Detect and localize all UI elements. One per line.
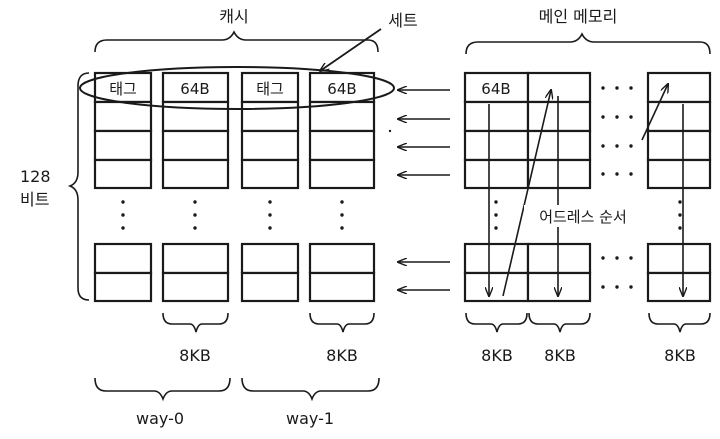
address-order-arrows <box>489 84 683 296</box>
cache-cell <box>240 71 300 104</box>
memory-cell <box>526 100 592 133</box>
cache-cell <box>240 242 300 275</box>
way1-line-size: 8KB <box>326 346 358 365</box>
bits-value: 128 <box>20 167 51 186</box>
main-memory-title: 메인 메모리 <box>539 7 618 26</box>
cache-top-brace <box>94 30 379 53</box>
cache-cell <box>93 242 153 275</box>
memory-col1-brace <box>465 312 528 333</box>
way0-line-brace <box>162 312 229 333</box>
memory-cell <box>646 100 712 133</box>
memory-vertical-ellipsis <box>494 200 682 230</box>
memory-column-2 <box>526 71 592 303</box>
memory-cell <box>463 129 530 162</box>
cache-cell <box>161 242 230 275</box>
transfer-arrows <box>398 90 450 290</box>
cache-cell <box>161 129 230 162</box>
memory-cell <box>646 242 712 275</box>
cache-column-line-way0 <box>161 71 230 303</box>
memory-cell <box>526 271 592 303</box>
cache-cell <box>240 100 300 133</box>
cache-column-tag-way1 <box>240 71 300 303</box>
memory-cell <box>463 71 530 104</box>
memory-col2-brace <box>528 312 591 333</box>
cache-line-label-way1: 64B <box>327 80 356 98</box>
way1-line-brace <box>309 312 375 333</box>
cache-cell <box>240 271 300 303</box>
cache-title: 캐시 <box>219 7 248 26</box>
cache-cell <box>93 100 153 133</box>
cache-cell <box>240 129 300 162</box>
way1-label: way-1 <box>286 409 334 428</box>
cache-line-label-way0: 64B <box>180 80 209 98</box>
cache-tag-label-way0: 태그 <box>109 80 137 98</box>
memory-size-1: 8KB <box>481 346 513 365</box>
cache-cell <box>308 129 376 162</box>
memory-size-3: 8KB <box>664 346 696 365</box>
cache-cell <box>308 242 376 275</box>
memory-line-label: 64B <box>481 80 510 98</box>
way0-line-size: 8KB <box>179 346 211 365</box>
cache-tag-label-way1: 태그 <box>256 80 284 98</box>
cache-cell <box>93 129 153 162</box>
way0-label: way-0 <box>136 409 184 428</box>
memory-cell <box>463 100 530 133</box>
cache-cell <box>308 271 376 303</box>
memory-cell <box>646 129 712 162</box>
set-ellipse <box>79 66 395 110</box>
memory-cell <box>646 271 712 303</box>
bits-brace <box>67 72 90 301</box>
memory-cell <box>646 158 712 190</box>
cache-cell <box>161 271 230 303</box>
memory-col3-brace <box>648 312 711 333</box>
set-label: 세트 <box>388 11 417 30</box>
memory-cell <box>463 158 530 190</box>
cache-cell <box>240 158 300 190</box>
cache-cell <box>93 271 153 303</box>
memory-top-brace <box>465 32 711 55</box>
way0-brace <box>94 377 231 402</box>
cache-column-tag-way0 <box>93 71 153 303</box>
set-arrow <box>320 28 382 71</box>
memory-horizontal-ellipsis <box>601 86 633 289</box>
way1-brace <box>241 377 380 402</box>
memory-size-2: 8KB <box>544 346 576 365</box>
bits-unit: 비트 <box>20 190 49 209</box>
cache-cell <box>308 158 376 190</box>
address-order-label: 어드레스 순서 <box>539 208 627 226</box>
memory-cell <box>646 71 712 104</box>
cache-column-line-way1 <box>308 71 376 303</box>
cache-cell <box>93 158 153 190</box>
cache-vertical-ellipsis <box>121 200 344 230</box>
memory-cell <box>463 271 530 303</box>
memory-cell <box>463 242 530 275</box>
memory-cell <box>526 71 592 104</box>
address-order-label-bg <box>524 205 642 227</box>
cache-cell <box>161 158 230 190</box>
memory-cell <box>526 242 592 275</box>
stray-dot <box>388 129 392 133</box>
memory-cell <box>526 158 592 190</box>
memory-column-1 <box>463 71 530 303</box>
